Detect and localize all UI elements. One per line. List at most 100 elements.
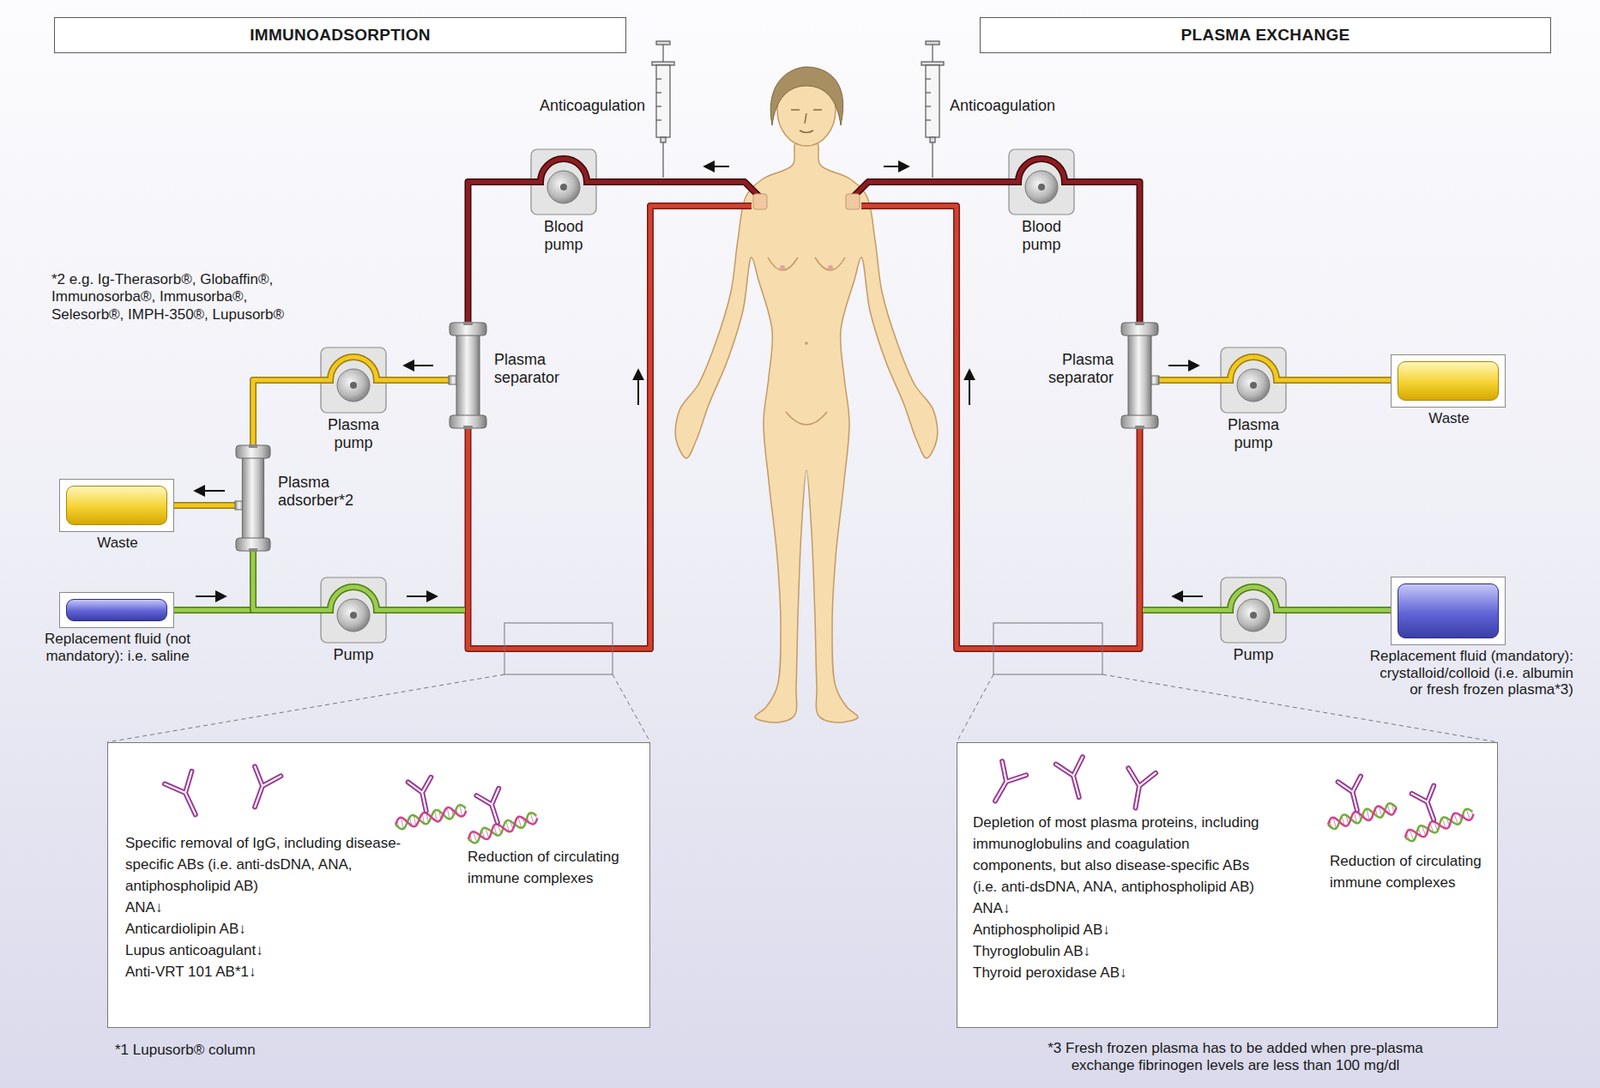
tube-outline [386,376,449,384]
antibody-icon [408,777,438,814]
part-label: Plasma separator [1027,350,1114,387]
antibody-icon [1338,776,1370,814]
tubing-line [1286,378,1391,383]
detail-icons [108,742,652,846]
pump-icon [320,576,387,644]
part-label: Pump [316,646,391,665]
tube [1074,181,1141,322]
body-detail [779,265,785,271]
flow-arrow [968,370,971,405]
pump-icon [1219,576,1287,644]
access-line [851,181,1009,200]
antibody-icon [476,788,509,827]
panel-text: Depletion of most plasma proteins, inclu… [972,811,1269,898]
tube-outline [253,380,320,445]
pump: Pump [1219,576,1287,644]
flow-arrow [1173,595,1203,598]
pump-icon [1219,346,1287,414]
plasma-separator: Plasma separator [1120,321,1160,429]
tube [174,505,236,507]
return-line [861,205,1141,649]
access-line [597,181,762,200]
tubing-line [1074,181,1141,322]
title-text: IMMUNOADSORPTION [249,25,431,45]
part-label: Blood pump [1004,217,1079,254]
flow-arrow [195,595,225,598]
panel-text: Anti-VRT 101 AB*1↓ [125,960,435,983]
tubing-line [1159,378,1220,383]
waste-bag: Waste [1390,354,1506,408]
panel-text: Lupus anticoagulant↓ [125,939,435,961]
tubing-line [253,551,320,610]
anticoagulation-label: Anticoagulation [507,96,646,116]
return-line [468,205,753,649]
tube-outline [1159,376,1220,384]
footnote: *2 e.g. Ig-Therasorb®, Globaffin®, Immun… [51,271,314,324]
dna-helix [1318,769,1398,831]
plasma-pump: Plasma pump [320,346,387,414]
bag-fill [66,598,168,622]
panel-text: Reduction of circulating immune complexe… [1329,850,1493,894]
antibody-icon [241,766,281,812]
body-detail [767,257,846,425]
tube [386,380,449,381]
tubing-line [253,380,320,445]
blood-pump: Blood pump [1008,148,1075,216]
column-icon [448,321,488,429]
blood-pump: Blood pump [530,148,598,216]
tube [1159,380,1220,381]
replacement-bag: Replacement fluid (not mandatory): i.e. … [59,591,175,628]
pump-icon [320,346,387,414]
tubing-line [174,503,236,508]
panel-text: Thyroglobulin AB↓ [972,940,1269,962]
patient-figure [675,66,938,723]
part-label: Waste [60,534,176,552]
footnote: *3 Fresh frozen plasma has to be added w… [1033,1039,1437,1075]
flow-arrow [406,595,436,598]
return-line [861,205,1141,649]
dna-helix [1391,776,1475,844]
replacement-bag: Replacement fluid (mandatory): crystallo… [1390,576,1506,646]
plasma-separator: Plasma separator [448,321,488,429]
tube-outline [1286,606,1391,614]
syringe [921,41,944,178]
part-label: Replacement fluid (mandatory): crystallo… [1364,647,1574,699]
part-label: Replacement fluid (not mandatory): i.e. … [10,630,225,665]
return-line [468,205,753,649]
antibody-icon [1412,785,1445,824]
panel-text: ANA↓ [972,897,1269,919]
plasma-adsorber: Plasma adsorber*2 [235,444,272,552]
detail-panel: Depletion of most plasma proteins, inclu… [956,742,1498,1028]
tube [1286,609,1391,611]
part-label: Plasma pump [1216,416,1291,452]
antibody-icon [983,760,1027,808]
flow-arrow [705,165,730,168]
panel-text: Reduction of circulating immune complexe… [467,845,640,889]
pump-icon [1008,148,1075,216]
catheter-site [845,193,860,210]
hair [770,66,844,126]
catheter-site [753,193,767,210]
flow-arrow [883,165,908,168]
flow-arrow [1168,364,1198,367]
column-icon [1120,321,1160,429]
panel-text: Anticardiolipin AB↓ [125,917,435,940]
tube [468,181,532,322]
footnote: *1 Lupusorb® column [114,1041,390,1059]
pump: Pump [320,576,387,644]
antibody-icon [164,771,210,822]
bag-fill [1397,583,1499,639]
plasma-pump: Plasma pump [1219,346,1287,414]
tube-outline [174,501,236,509]
part-label: Blood pump [526,217,601,254]
column-icon [235,444,272,552]
waste-bag: Waste [59,478,175,532]
flow-arrow [195,489,225,492]
tube-outline [253,551,320,610]
flow-arrow [637,370,640,405]
panel-text: Antiphospholipid AB↓ [972,918,1269,941]
tubing-line [468,181,532,322]
tube-outline [1286,376,1391,384]
replacement-line [386,606,465,614]
